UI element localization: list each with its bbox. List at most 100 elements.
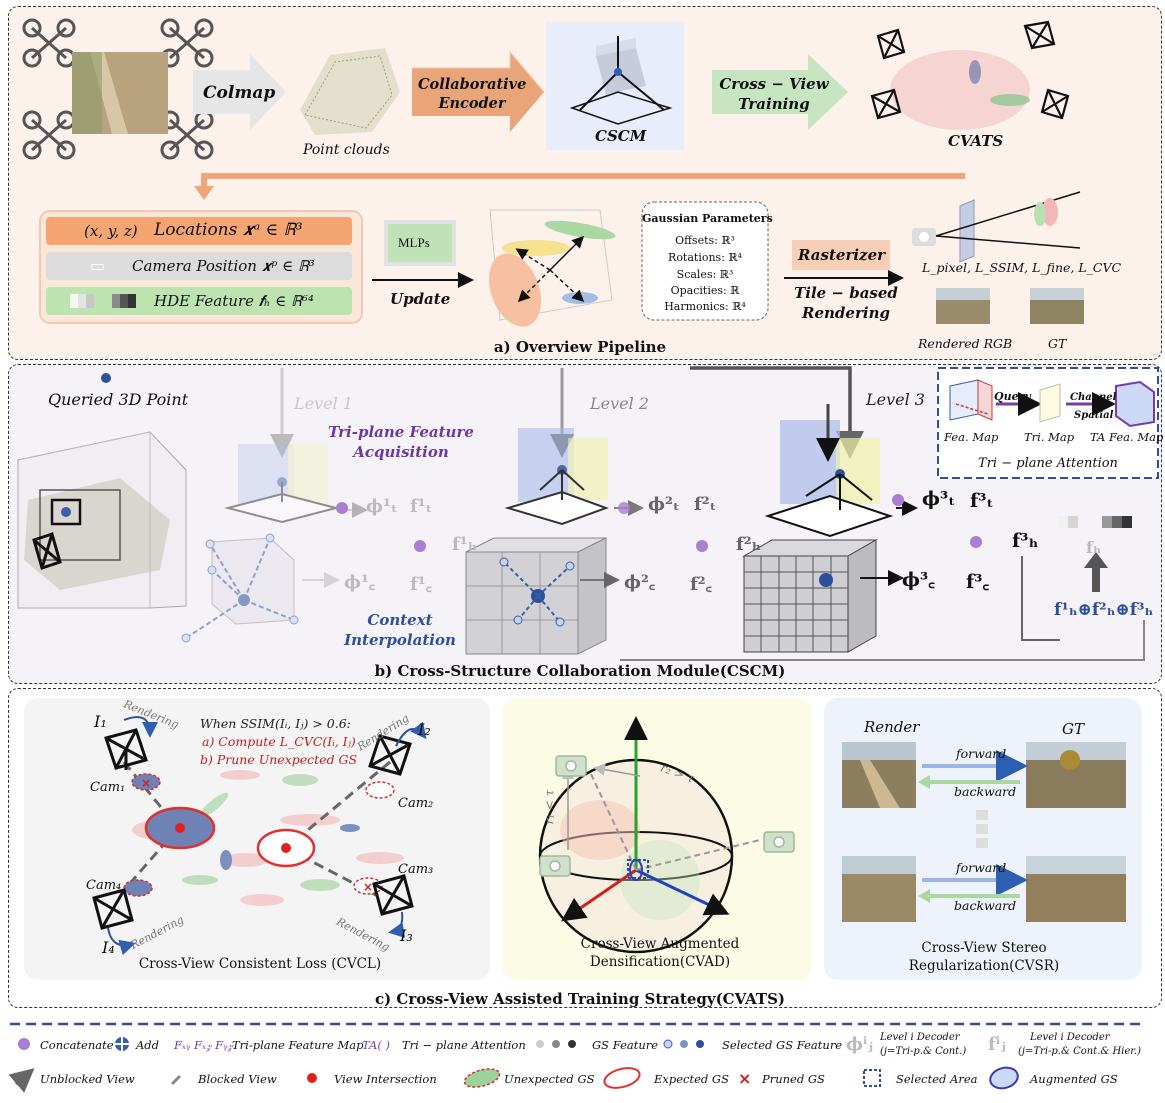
cscm-label: CSCM (595, 127, 647, 145)
camera-icon: ▭ (90, 256, 106, 275)
point-clouds-label: Point clouds (303, 142, 390, 158)
legend-fmap-symbol: Fₓᵧ Fₓ𝓏 Fᵧ𝓏 (174, 1038, 233, 1052)
level2-label: Level 2 (590, 394, 649, 413)
expected-gs-icon (603, 1067, 641, 1089)
cam3-label: Cam₃ (398, 862, 434, 877)
gp-scales: Scales: ℝ³ (676, 268, 734, 281)
legend-ta-symbol: TA( ) (362, 1038, 390, 1052)
legend-level-dec-2b: (j=Tri-p.& Cont.& Hier.) (1018, 1046, 1142, 1057)
context-label-2: Interpolation (344, 631, 456, 649)
colmap-label: Colmap (203, 83, 276, 103)
cvcl-caption: Cross-View Consistent Loss (CVCL) (138, 956, 382, 972)
legend-unblocked: Unblocked View (40, 1072, 135, 1086)
f-h1: f¹ₕ (452, 534, 478, 555)
gt-label: GT (1048, 336, 1067, 351)
legend-fmap: Tri-plane Feature Map (232, 1038, 364, 1052)
phi-c3: ϕ³꜀ (902, 569, 935, 591)
level1-label: Level 1 (294, 394, 353, 413)
legend-phi-symbol: ϕⁱⱼ (846, 1034, 873, 1055)
image-i1: I₁ (94, 712, 107, 731)
ta-map-label: TA Fea. Map (1090, 430, 1164, 444)
legend-intersection: View Intersection (334, 1072, 437, 1086)
loc-xyz: (x, y, z) (84, 222, 138, 240)
tri-map-label: Tri. Map (1024, 430, 1075, 444)
cvad-caption-1: Cross-View Augmented (580, 936, 740, 952)
gp-opacities: Opacities: ℝ (670, 284, 740, 297)
concat-icon (18, 1038, 30, 1050)
gp-rotations: Rotations: ℝ⁴ (668, 251, 742, 264)
f-c2: f²꜀ (690, 574, 712, 595)
phi-c1: ϕ¹꜀ (344, 572, 376, 593)
cam4-label: Cam₄ (86, 878, 122, 893)
legend-level-dec-2: Level i Decoder (1030, 1032, 1110, 1043)
tile-label-2: Rendering (802, 304, 890, 322)
legend-blocked: Blocked View (198, 1072, 277, 1086)
add-icon (115, 1037, 129, 1051)
legend-selected-gs: Selected GS Feature (722, 1038, 843, 1052)
phi-t1: ϕ¹ₜ (366, 496, 398, 517)
encoder-label-1: Collaborative (418, 76, 527, 93)
spatial-label: Spatial (1074, 410, 1114, 421)
backward-label: backward (954, 898, 1017, 913)
legend-unexpected: Unexpected GS (504, 1072, 595, 1086)
cvats-label: CVATS (948, 132, 1004, 150)
panel-cscm (8, 364, 1162, 684)
legend-selected-area: Selected Area (896, 1072, 978, 1086)
camera-position-label: Camera Position 𝒙ᵖ ∈ ℝ³ (132, 257, 315, 275)
legend-f-symbol: fⁱⱼ (988, 1034, 1006, 1055)
update-label: Update (390, 290, 451, 308)
losses-label: L_pixel, L_SSIM, L_fine, L_CVC (922, 260, 1122, 275)
level3-label: Level 3 (866, 390, 925, 409)
f-h2: f²ₕ (736, 534, 762, 555)
legend-add: Add (136, 1038, 160, 1052)
prune-gs: b) Prune Unexpected GS (200, 752, 358, 767)
compute-cvc: a) Compute L_CVC(Iᵢ, Iⱼ) (202, 734, 356, 749)
rendered-rgb-label: Rendered RGB (918, 336, 1013, 351)
cvsr-caption-2: Regularization(CVSR) (908, 958, 1060, 974)
cross-view-label-2: Training (738, 95, 810, 113)
panel-b-caption: b) Cross-Structure Collaboration Module(… (374, 662, 786, 680)
tile-label-1: Tile − based (794, 284, 898, 302)
legend-expected: Expected GS (654, 1072, 729, 1086)
mlps-label: MLPs (398, 235, 430, 250)
encoder-label-2: Encoder (438, 95, 506, 112)
f-c3: f³꜀ (966, 571, 990, 593)
image-i4: I₄ (102, 938, 115, 957)
gt-label-c: GT (1062, 720, 1084, 738)
legend-concatenate: Concatenate (40, 1038, 114, 1052)
f-t1: f¹ₜ (410, 496, 433, 517)
cross-view-label-1: Cross − View (719, 75, 829, 93)
panel-c-caption: c) Cross-View Assisted Training Strategy… (374, 990, 786, 1008)
f-h-output: fₕ (1086, 538, 1102, 557)
panel-a-caption: a) Overview Pipeline (493, 338, 667, 356)
ssim-condition: When SSIM(Iᵢ, Iⱼ) > 0.6: (200, 716, 351, 731)
f-t3: f³ₜ (970, 490, 994, 512)
f-c1: f¹꜀ (410, 574, 432, 595)
queried-point-label: Queried 3D Point (48, 390, 189, 409)
legend-augmented: Augmented GS (1030, 1072, 1118, 1086)
gp-title: Gaussian Parameters (642, 212, 773, 225)
cam2-label: Cam₂ (398, 796, 434, 811)
f-t2: f²ₜ (694, 494, 717, 515)
legend-pruned: Pruned GS (762, 1072, 825, 1086)
triplane-acq-label-2: Acquisition (353, 443, 449, 461)
legend-level-dec-1b: (j=Tri-p.& Cont.) (880, 1046, 967, 1057)
cam1-label: Cam₁ (90, 780, 126, 795)
f-h3: f³ₕ (1012, 530, 1039, 552)
selected-area-icon (863, 1069, 881, 1087)
gp-harmonics: Harmonics: ℝ⁴ (664, 300, 746, 313)
augmented-gs-icon (989, 1066, 1019, 1090)
image-i2: I₂ (418, 720, 431, 739)
pruned-gs-icon: × (738, 1069, 751, 1088)
rasterizer-label: Rasterizer (798, 246, 886, 264)
tri-attention-label: Tri − plane Attention (978, 456, 1118, 471)
cvsr-caption-1: Cross-View Stereo (921, 940, 1047, 956)
fea-map-label: Fea. Map (944, 430, 999, 444)
phi-c2: ϕ²꜀ (624, 572, 656, 593)
legend-level-dec-1: Level i Decoder (880, 1032, 960, 1043)
legend-gs-feature: GS Feature (592, 1038, 659, 1052)
forward-label: forward (956, 746, 1007, 761)
view-intersection-icon (307, 1073, 317, 1083)
legend-ta: Tri − plane Attention (402, 1038, 526, 1052)
forward-label: forward (956, 860, 1007, 875)
